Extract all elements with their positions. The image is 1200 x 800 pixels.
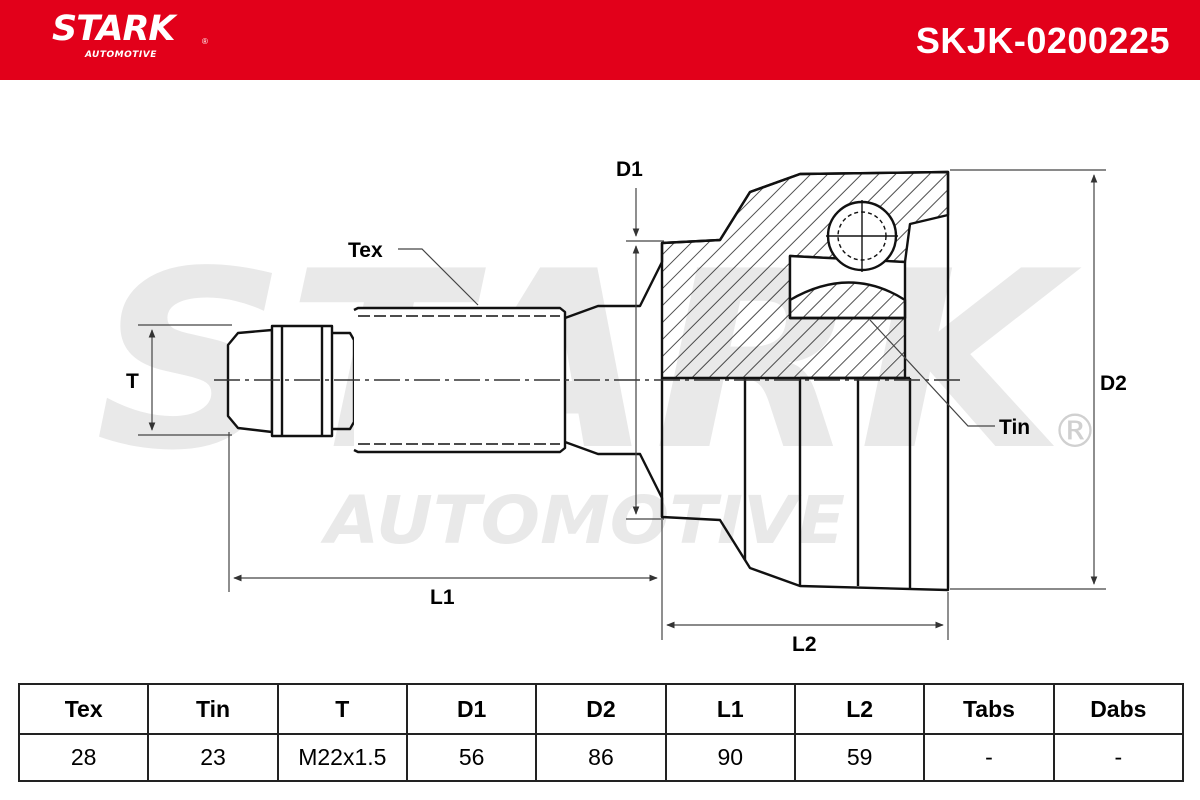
spec-header-cell: L1: [664, 683, 796, 735]
label-t: T: [126, 370, 139, 393]
dimension-lines: [138, 169, 1106, 640]
brand-name: STARK: [52, 9, 176, 49]
label-d1: D1: [616, 158, 643, 181]
brand-subtitle: AUTOMOTIVE: [85, 50, 157, 60]
brand-registered-mark: ®: [202, 37, 208, 46]
spec-header-cell: T: [276, 683, 408, 735]
spec-header-cell: D2: [535, 683, 667, 735]
label-l2: L2: [792, 633, 817, 656]
spec-table: Tex Tin T D1 D2 L1 L2 Tabs Dabs 28 23 M2…: [17, 683, 1185, 782]
label-tex: Tex: [348, 239, 383, 262]
watermark-registered-mark: ®: [1052, 404, 1098, 458]
spec-value-cell: -: [1052, 733, 1185, 782]
brand-logo: STARK ® AUTOMOTIVE: [52, 9, 208, 60]
spec-value-cell: 90: [664, 733, 796, 782]
watermark-automotive: AUTOMOTIVE: [320, 482, 845, 559]
spec-header-cell: Dabs: [1052, 683, 1185, 735]
spec-value-cell: 56: [405, 733, 538, 782]
spec-value-cell: M22x1.5: [276, 733, 408, 782]
spec-table-header-row: Tex Tin T D1 D2 L1 L2 Tabs Dabs: [17, 683, 1185, 735]
spec-header-cell: Tex: [17, 683, 150, 735]
label-l1: L1: [430, 586, 455, 609]
header-bar: STARK ® AUTOMOTIVE SKJK-0200225: [0, 0, 1200, 80]
spec-value-cell: 23: [147, 733, 279, 782]
spec-value-cell: 86: [535, 733, 667, 782]
part-number: SKJK-0200225: [915, 20, 1170, 61]
spec-value-cell: -: [923, 733, 1055, 782]
spec-table-value-row: 28 23 M22x1.5 56 86 90 59 - -: [17, 733, 1185, 782]
label-d2: D2: [1100, 372, 1127, 395]
spec-header-cell: D1: [405, 683, 538, 735]
spec-header-cell: L2: [793, 683, 926, 735]
technical-drawing: STARK AUTOMOTIVE ®: [95, 158, 1127, 656]
spec-value-cell: 59: [793, 733, 926, 782]
label-tin: Tin: [999, 416, 1030, 439]
spec-value-cell: 28: [17, 733, 150, 782]
spec-header-cell: Tabs: [923, 683, 1055, 735]
spec-header-cell: Tin: [147, 683, 279, 735]
